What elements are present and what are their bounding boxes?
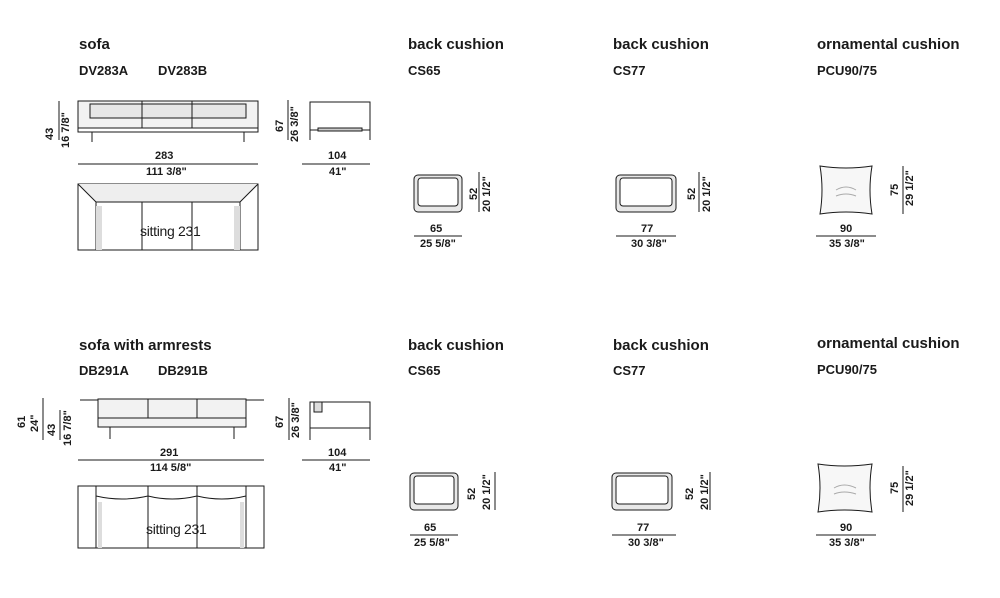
depth-cm: 104 <box>328 150 347 162</box>
seat-label: sitting 231 <box>140 223 201 239</box>
depth-in: 41" <box>329 462 347 474</box>
product-title: sofa <box>79 36 110 53</box>
armrest-sofa-dimension-lines <box>42 398 370 461</box>
side-height-cm: 67 <box>274 415 286 428</box>
height-in: 16 7/8" <box>60 112 72 148</box>
cushion-title: back cushion <box>613 36 709 53</box>
cushion-height-cm: 52 <box>466 487 478 500</box>
cushion-width-cm: 90 <box>840 522 853 534</box>
armrest-sofa-front-view <box>80 398 264 439</box>
cushion-code: CS65 <box>408 363 441 378</box>
cushion-code: CS77 <box>613 363 646 378</box>
width-cm: 283 <box>155 150 174 162</box>
cushion-width-cm: 77 <box>641 223 654 235</box>
cushion-width-in: 25 5/8" <box>420 238 456 250</box>
sofa-dimension-lines <box>58 100 370 165</box>
cushion-title: back cushion <box>613 337 709 354</box>
cushion-height-in: 20 1/2" <box>701 176 713 212</box>
cushion-height-in: 29 1/2" <box>904 470 916 506</box>
cushion-height-in: 29 1/2" <box>904 170 916 206</box>
product-code: DB291B <box>158 363 208 378</box>
cushion-width-cm: 65 <box>424 522 437 534</box>
armrest-sofa-top-view <box>77 485 265 549</box>
cushion-title: ornamental cushion <box>817 335 960 352</box>
cushion-height-cm: 52 <box>686 187 698 200</box>
cushion-width-in: 35 3/8" <box>829 238 865 250</box>
side-height-cm: 67 <box>274 119 286 132</box>
cushion-height-in: 20 1/2" <box>481 474 493 510</box>
cushion-width-in: 25 5/8" <box>414 537 450 549</box>
armrest-sofa-side-view <box>309 401 371 440</box>
cushion-code: CS65 <box>408 63 441 78</box>
back-cushion-cs65-row1 <box>413 172 480 237</box>
cushion-height-in: 20 1/2" <box>481 176 493 212</box>
cushion-height-cm: 52 <box>468 187 480 200</box>
cushion-code: PCU90/75 <box>817 63 877 78</box>
product-title: sofa with armrests <box>79 337 212 354</box>
depth-in: 41" <box>329 166 347 178</box>
sofa-top-view <box>77 183 259 251</box>
cushion-title: back cushion <box>408 337 504 354</box>
cushion-height-cm: 75 <box>889 183 901 196</box>
cushion-width-cm: 90 <box>840 223 853 235</box>
cushion-width-in: 30 3/8" <box>628 537 664 549</box>
cushion-width-in: 30 3/8" <box>631 238 667 250</box>
seat-label: sitting 231 <box>146 521 207 537</box>
ornamental-cushion-row2 <box>816 463 904 536</box>
ornamental-cushion-row1 <box>816 165 904 237</box>
sofa-front-view <box>77 100 259 142</box>
product-code: DB291A <box>79 363 129 378</box>
depth-cm: 104 <box>328 447 347 459</box>
cushion-title: back cushion <box>408 36 504 53</box>
width-in: 111 3/8" <box>146 166 187 178</box>
back-cushion-cs77-row1 <box>615 172 700 237</box>
cushion-height-cm: 75 <box>889 481 901 494</box>
width-in: 114 5/8" <box>150 462 192 474</box>
cushion-height-cm: 52 <box>684 487 696 500</box>
sofa-side-view <box>309 101 371 140</box>
height-cm: 43 <box>44 127 56 140</box>
cushion-width-cm: 65 <box>430 223 443 235</box>
cushion-title: ornamental cushion <box>817 36 960 53</box>
cushion-width-in: 35 3/8" <box>829 537 865 549</box>
arm-height-cm: 61 <box>16 415 28 428</box>
cushion-height-in: 20 1/2" <box>699 474 711 510</box>
side-height-in: 26 3/8" <box>290 402 302 438</box>
back-cushion-cs77-row2 <box>611 472 711 536</box>
width-cm: 291 <box>160 447 179 459</box>
height-cm: 43 <box>46 423 58 436</box>
height-in: 16 7/8" <box>62 410 74 446</box>
arm-height-in: 24" <box>29 414 41 432</box>
product-code: DV283A <box>79 63 129 78</box>
side-height-in: 26 3/8" <box>289 106 301 142</box>
product-code: DV283B <box>158 63 208 78</box>
cushion-width-cm: 77 <box>637 522 650 534</box>
cushion-code: CS77 <box>613 63 646 78</box>
back-cushion-cs65-row2 <box>409 472 496 536</box>
cushion-code: PCU90/75 <box>817 362 877 377</box>
